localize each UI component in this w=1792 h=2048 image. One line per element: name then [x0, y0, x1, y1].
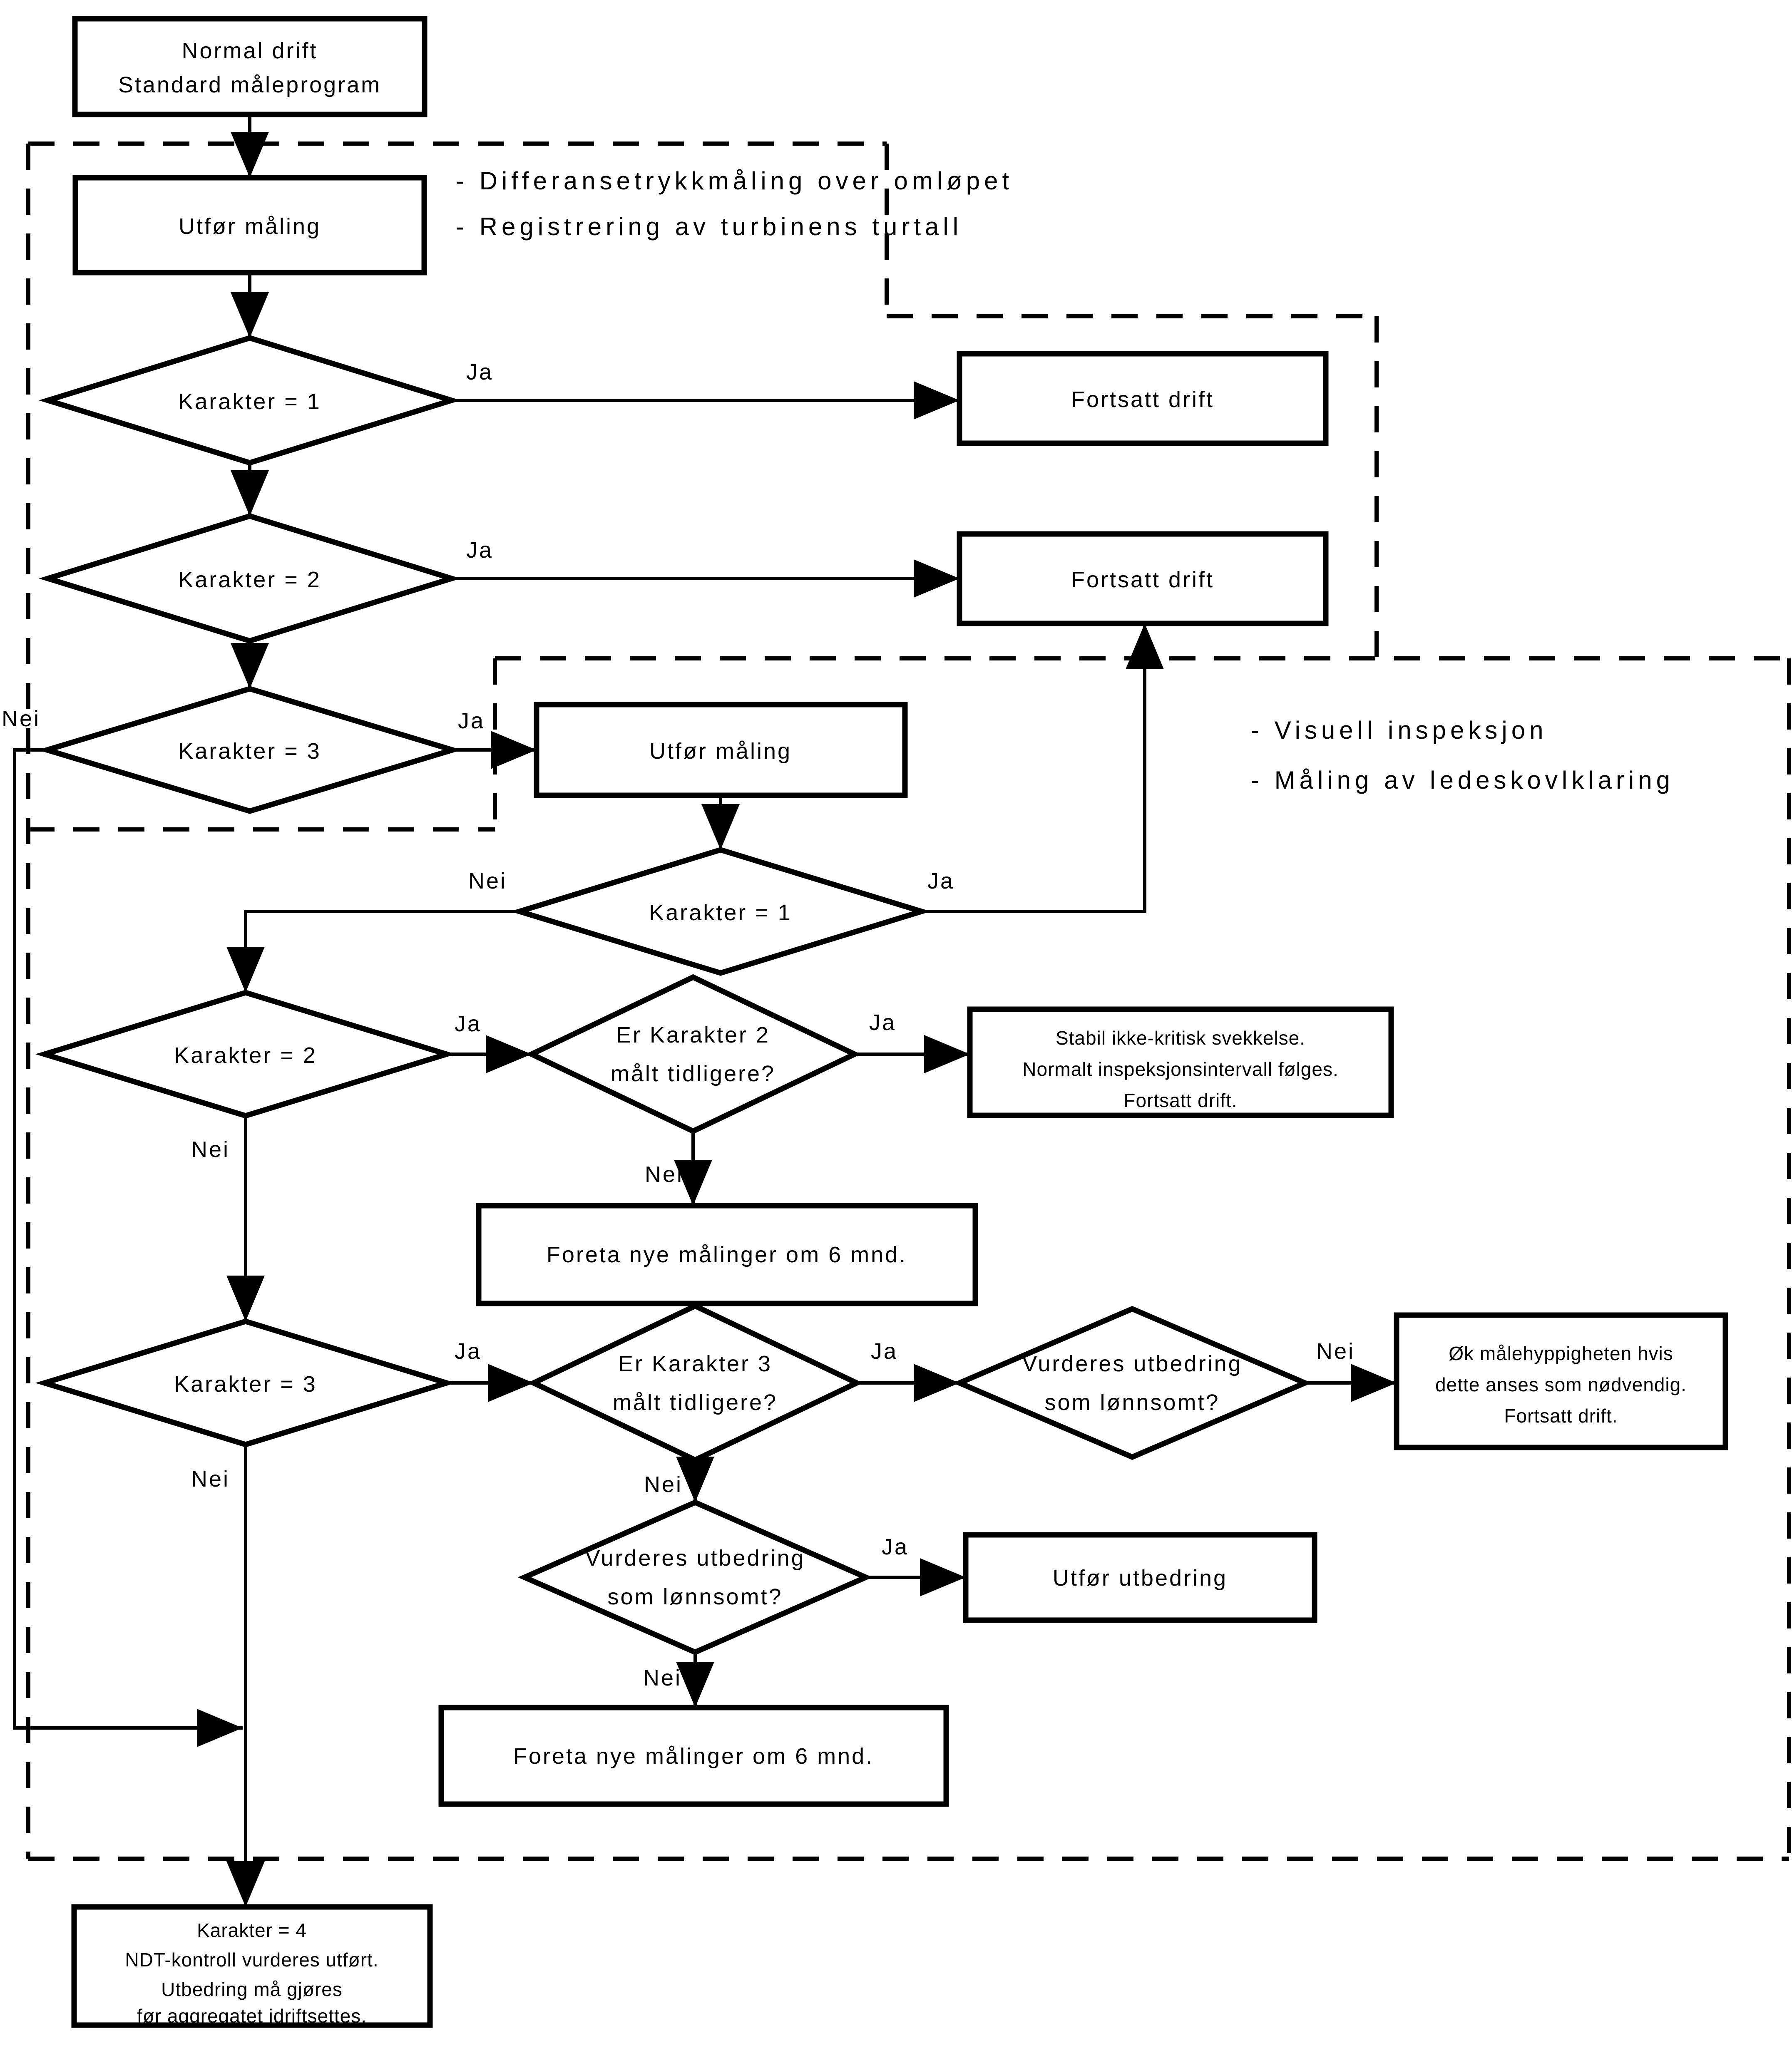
karakter3-b-label: Karakter = 3	[174, 1372, 317, 1397]
process-boxes	[71, 16, 1728, 2028]
program1-annotation-line1: - Differansetrykkmåling over omløpet	[456, 167, 1013, 195]
stabil-label-line1: Stabil ikke-kritisk svekkelse.	[1056, 1027, 1305, 1049]
flow-connectors	[13, 114, 1397, 1907]
karakter4-label-line1: Karakter = 4	[197, 1919, 307, 1941]
ok-malehyppighet-label-line1: Øk målehyppigheten hvis	[1449, 1343, 1673, 1364]
er-karakter3-label-line1: Er Karakter 3	[618, 1351, 772, 1376]
karakter1-b-diamond	[510, 847, 931, 976]
er2-nei-label: Nei	[645, 1162, 683, 1187]
fortsatt-drift-2-box	[957, 531, 1329, 626]
k2-ja-label: Ja	[466, 538, 493, 563]
ok-malehyppighet-label-line3: Fortsatt drift.	[1504, 1405, 1618, 1427]
utfor-maling-1-box	[72, 175, 427, 276]
node-labels: Normal drift Standard måleprogram Utfør …	[118, 38, 1687, 2027]
foreta-malinger-1-box	[476, 1203, 978, 1306]
normal-drift-label-line2: Standard måleprogram	[118, 72, 381, 97]
utfor-maling-1-label: Utfør måling	[179, 214, 321, 239]
utfor-maling-2-label: Utfør måling	[649, 739, 792, 764]
normal-drift-label-line1: Normal drift	[181, 38, 318, 63]
karakter4-label-line3: Utbedring må gjøres	[161, 1978, 343, 2000]
karakter4-box	[71, 1904, 433, 2028]
k3-ja-label: Ja	[458, 708, 485, 733]
karakter2-a-label: Karakter = 2	[178, 567, 321, 592]
karakter3-a-diamond	[37, 686, 462, 814]
program2-annotation-line2: - Måling av ledeskovlklaring	[1251, 766, 1674, 794]
ok-malehyppighet-label-line2: dette anses som nødvendig.	[1435, 1374, 1687, 1395]
fortsatt-drift-1-label: Fortsatt drift	[1071, 387, 1214, 412]
program1-annotation-line2: - Registrering av turbinens turtall	[456, 213, 962, 241]
branch-labels: Ja Ja Ja Nei Ja Nei Ja Ja Nei Nei Ja Ja …	[2, 360, 1355, 1691]
er3-ja-label: Ja	[871, 1339, 898, 1364]
k3b-ja-label: Ja	[455, 1339, 482, 1364]
k1b-nei-label: Nei	[468, 869, 507, 894]
fortsatt-drift-1-box	[957, 351, 1329, 446]
k1b-ja-label: Ja	[927, 869, 954, 894]
er-karakter2-label-line2: målt tidligere?	[611, 1061, 775, 1086]
program2-annotation-line1: - Visuell inspeksjon	[1251, 716, 1548, 744]
k2b-ja-label: Ja	[455, 1011, 482, 1036]
er2-ja-label: Ja	[869, 1010, 896, 1035]
vurderes-2-label-line1: Vurderes utbedring	[585, 1546, 805, 1571]
edge-k1b-nei	[226, 910, 519, 993]
v1-nei-label: Nei	[1316, 1339, 1355, 1364]
ok-malehyppighet-box	[1394, 1312, 1728, 1450]
vurderes-1-label-line1: Vurderes utbedring	[1022, 1351, 1242, 1376]
karakter3-a-label: Karakter = 3	[178, 739, 321, 764]
er-karakter2-diamond	[525, 974, 861, 1134]
utfor-utbedring-label: Utfør utbedring	[1053, 1566, 1228, 1591]
vurderes-1-label-line2: som lønnsomt?	[1044, 1390, 1220, 1415]
karakter1-a-label: Karakter = 1	[178, 389, 321, 414]
k2b-nei-label: Nei	[191, 1137, 230, 1162]
stabil-label-line3: Fortsatt drift.	[1123, 1090, 1237, 1111]
program-annotations: - Differansetrykkmåling over omløpet - R…	[456, 167, 1674, 794]
vurderes-2-diamond	[517, 1499, 873, 1656]
er-karakter3-label-line2: målt tidligere?	[613, 1390, 778, 1415]
edge-k1b-ja-up	[922, 623, 1164, 913]
k1-ja-label: Ja	[466, 360, 493, 385]
foreta-malinger-2-box	[438, 1705, 949, 1807]
vurderes-1-diamond	[952, 1306, 1312, 1460]
er-karakter3-diamond	[527, 1303, 863, 1463]
decision-diamonds	[35, 335, 1312, 1656]
stabil-label-line2: Normalt inspeksjonsintervall følges.	[1022, 1058, 1339, 1080]
karakter4-label-line4: før aggregatet idriftsettes.	[137, 2005, 367, 2027]
vurderes-2-label-line2: som lønnsomt?	[607, 1584, 783, 1609]
foreta-malinger-1-label: Foreta nye målinger om 6 mnd.	[547, 1242, 907, 1267]
utfor-maling-2-box	[534, 702, 908, 798]
k3b-nei-label: Nei	[191, 1467, 230, 1492]
utfor-utbedring-box	[963, 1532, 1317, 1623]
karakter2-b-label: Karakter = 2	[174, 1043, 317, 1068]
stabil-svekkelse-box	[967, 1006, 1394, 1118]
karakter2-b-diamond	[35, 990, 456, 1119]
karakter1-b-label: Karakter = 1	[649, 900, 792, 925]
karakter2-a-diamond	[39, 513, 461, 644]
v2-ja-label: Ja	[882, 1534, 909, 1559]
er3-nei-label: Nei	[644, 1472, 683, 1497]
karakter3-b-diamond	[35, 1318, 456, 1447]
foreta-malinger-2-label: Foreta nye målinger om 6 mnd.	[513, 1744, 874, 1769]
er-karakter2-label-line1: Er Karakter 2	[616, 1023, 770, 1048]
edge-k3-nei-feedback	[13, 748, 243, 1747]
fortsatt-drift-2-label: Fortsatt drift	[1071, 567, 1214, 592]
v2-nei-label: Nei	[643, 1666, 682, 1691]
normal-drift-box	[72, 16, 427, 117]
karakter4-label-line2: NDT-kontroll vurderes utført.	[125, 1949, 378, 1971]
k3-nei-label: Nei	[2, 706, 40, 731]
karakter1-a-diamond	[39, 335, 461, 466]
